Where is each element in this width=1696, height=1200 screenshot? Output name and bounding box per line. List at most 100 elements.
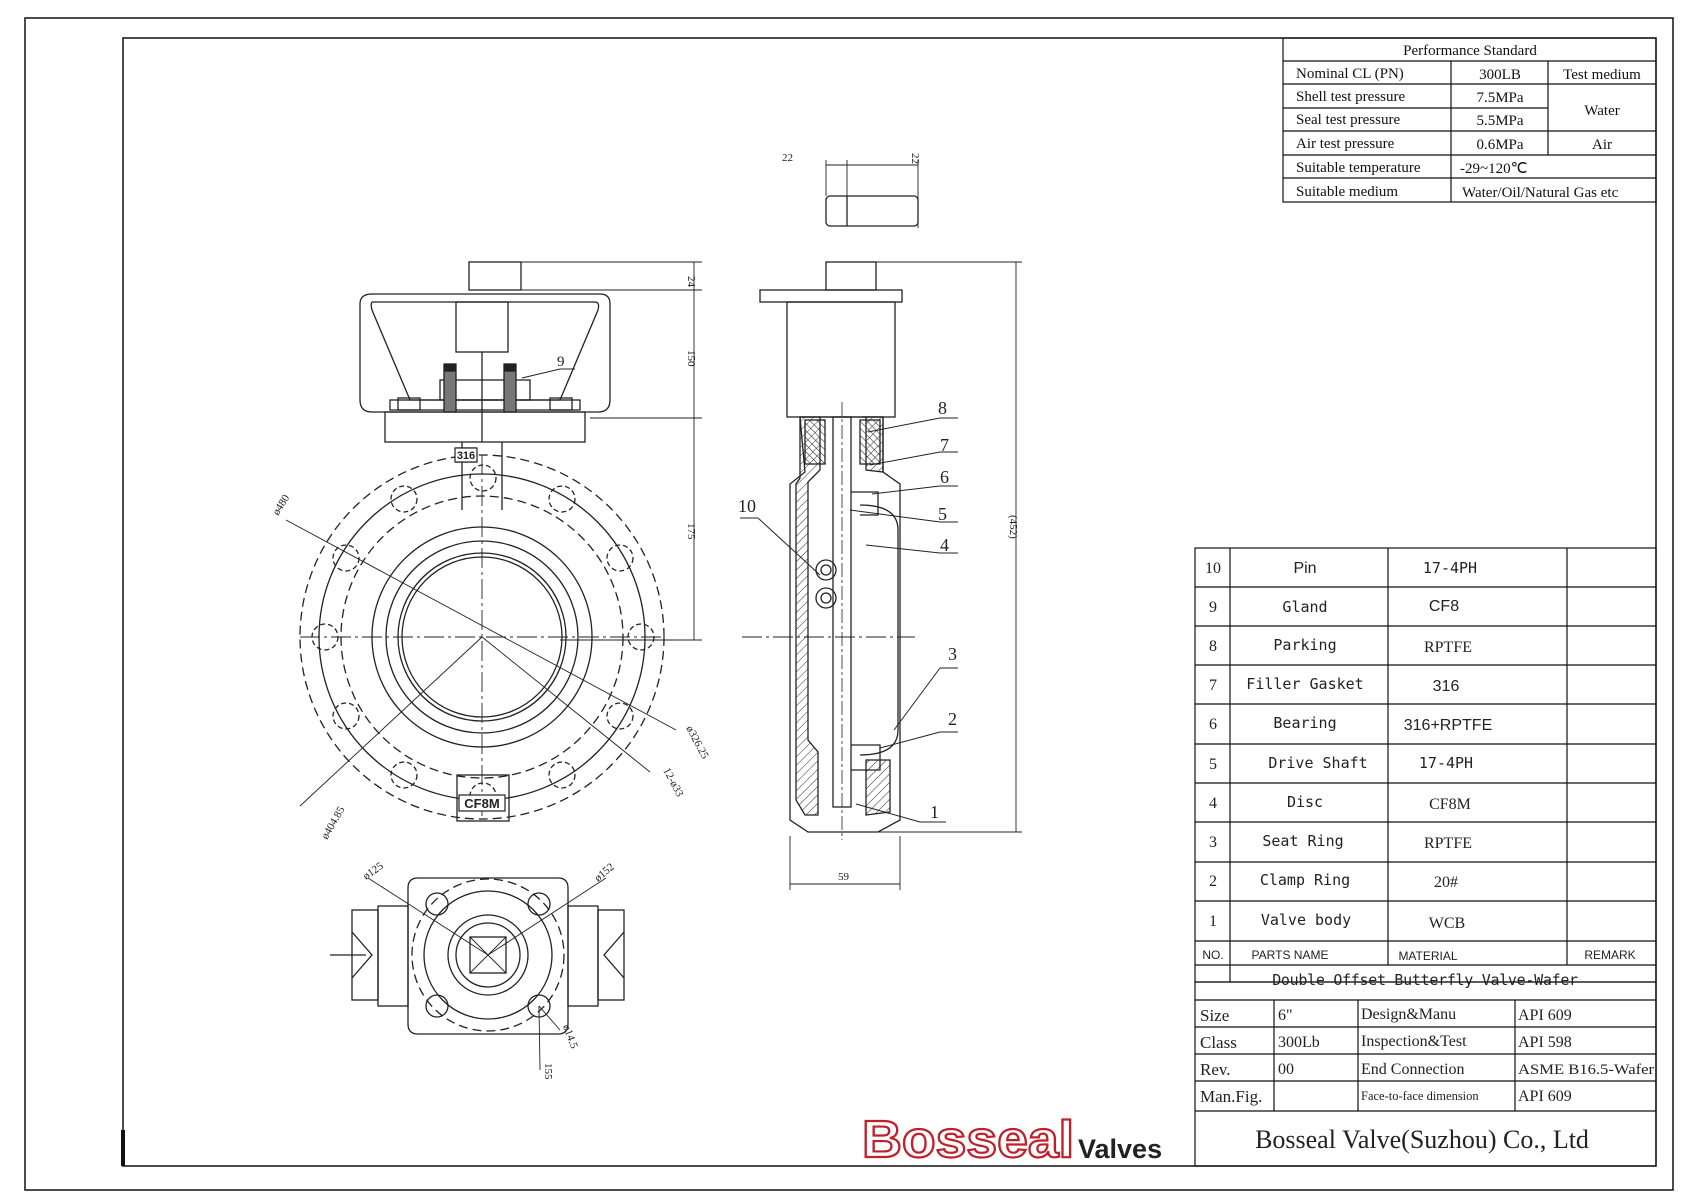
inner-border	[122, 37, 1657, 1167]
part-no-1: 1	[1209, 913, 1217, 930]
parts-header-no: NO.	[1202, 948, 1223, 962]
tb-class-label: Class	[1200, 1033, 1237, 1052]
perf-label-shell: Shell test pressure	[1296, 89, 1405, 105]
dim-59: 59	[838, 871, 850, 883]
perf-value-air: 0.6MPa	[1476, 137, 1523, 153]
dim-d480: ø480	[270, 492, 292, 517]
part-name-9: Gland	[1282, 598, 1327, 616]
part-no-3: 3	[1209, 834, 1217, 851]
dim-175: 175	[685, 523, 697, 540]
callout-3: 3	[948, 644, 957, 664]
dim-24: 24	[685, 276, 697, 288]
perf-value-shell: 7.5MPa	[1476, 90, 1523, 106]
tb-design-value: API 609	[1518, 1007, 1572, 1024]
dim-key-right: 22	[909, 153, 921, 164]
part-no-2: 2	[1209, 873, 1217, 890]
product-name: Double Offset Butterfly Valve-Wafer	[1272, 971, 1578, 989]
callout-9: 9	[557, 354, 565, 370]
part-material-4: CF8M	[1429, 796, 1471, 813]
part-name-10: Pin	[1293, 560, 1316, 577]
dim-holes: 12-ø33	[660, 766, 685, 800]
part-no-8: 8	[1209, 638, 1217, 655]
part-no-5: 5	[1209, 756, 1217, 773]
part-material-3: RPTFE	[1424, 835, 1472, 852]
callout-10: 10	[738, 496, 756, 516]
part-name-1: Valve body	[1261, 911, 1351, 929]
tb-connection-label: End Connection	[1361, 1061, 1465, 1078]
tb-connection-value: ASME B16.5-Wafer	[1518, 1062, 1654, 1078]
part-material-7: 316	[1433, 678, 1460, 695]
performance-table	[1282, 37, 1657, 203]
part-name-2: Clamp Ring	[1260, 871, 1350, 889]
part-name-5: Drive Shaft	[1268, 754, 1367, 772]
perf-value-medium: Water/Oil/Natural Gas etc	[1462, 185, 1619, 201]
perf-label-temp: Suitable temperature	[1296, 160, 1421, 176]
callout-7: 7	[940, 435, 949, 455]
tb-facetoface-label: Face-to-face dimension	[1361, 1089, 1479, 1103]
parts-header-name: PARTS NAME	[1252, 948, 1329, 962]
callout-4: 4	[940, 535, 949, 555]
body-mark-top: 316	[457, 450, 475, 462]
part-name-6: Bearing	[1273, 714, 1336, 732]
dim-d404: ø404.85	[319, 804, 348, 841]
part-no-6: 6	[1209, 716, 1217, 733]
perf-value-nominal: 300LB	[1479, 67, 1521, 83]
tb-rev-value: 00	[1278, 1061, 1294, 1078]
dim-150: 150	[685, 350, 697, 367]
outer-border	[24, 17, 1674, 1191]
part-name-4: Disc	[1287, 793, 1323, 811]
callout-5: 5	[938, 504, 947, 524]
callout-8: 8	[938, 398, 947, 418]
perf-value-temp: -29~120℃	[1460, 161, 1527, 177]
perf-medium-water: Water	[1584, 103, 1619, 119]
performance-title: Performance Standard	[1403, 43, 1537, 59]
bottom-view	[330, 877, 625, 1071]
perf-label-medium: Suitable medium	[1296, 184, 1398, 200]
callout-6: 6	[940, 467, 949, 487]
dim-d326: ø326.25	[683, 724, 711, 762]
part-material-1: WCB	[1429, 915, 1465, 932]
tb-inspection-label: Inspection&Test	[1361, 1033, 1467, 1050]
perf-medium-header: Test medium	[1563, 67, 1641, 83]
part-material-5: 17-4PH	[1419, 754, 1473, 772]
dim-452: (452)	[1007, 515, 1019, 539]
tb-class-value: 300Lb	[1278, 1034, 1320, 1051]
part-no-4: 4	[1209, 795, 1217, 812]
dim-key-left: 22	[782, 152, 793, 164]
part-material-2: 20#	[1434, 874, 1458, 891]
perf-label-nominal: Nominal CL (PN)	[1296, 66, 1404, 82]
parts-header-material: MATERIAL	[1398, 949, 1457, 963]
tb-manfig-label: Man.Fig.	[1200, 1087, 1262, 1106]
side-view	[742, 160, 1022, 890]
perf-medium-air: Air	[1592, 137, 1612, 153]
dim-d125: ø125	[361, 860, 386, 883]
front-view	[285, 261, 677, 822]
part-material-8: RPTFE	[1424, 639, 1472, 656]
tb-size-label: Size	[1200, 1006, 1229, 1025]
tb-facetoface-value: API 609	[1518, 1088, 1572, 1105]
part-name-3: Seat Ring	[1262, 832, 1343, 850]
callout-1: 1	[930, 802, 939, 822]
part-name-8: Parking	[1273, 636, 1336, 654]
dim-d14: ø14.5	[560, 1023, 580, 1051]
part-no-10: 10	[1205, 560, 1221, 577]
company-name: Bosseal Valve(Suzhou) Co., Ltd	[1255, 1125, 1589, 1154]
tb-inspection-value: API 598	[1518, 1034, 1572, 1051]
part-material-6: 316+RPTFE	[1404, 717, 1492, 734]
callout-2: 2	[948, 709, 957, 729]
tb-size-value: 6"	[1278, 1007, 1293, 1024]
parts-header-remark: REMARK	[1584, 948, 1635, 962]
part-no-7: 7	[1209, 677, 1217, 694]
part-material-10: 17-4PH	[1423, 559, 1477, 577]
title-block	[1194, 981, 1657, 1167]
bosseal-logo: Bosseal Valves	[861, 1110, 1162, 1170]
perf-label-air: Air test pressure	[1296, 136, 1395, 152]
dim-155: 155	[542, 1063, 554, 1080]
logo-suffix: Valves	[1078, 1134, 1162, 1164]
tb-rev-label: Rev.	[1200, 1060, 1231, 1079]
part-name-7: Filler Gasket	[1246, 675, 1363, 693]
perf-value-seal: 5.5MPa	[1476, 113, 1523, 129]
dim-d152: ø152	[592, 861, 617, 884]
part-no-9: 9	[1209, 599, 1217, 616]
